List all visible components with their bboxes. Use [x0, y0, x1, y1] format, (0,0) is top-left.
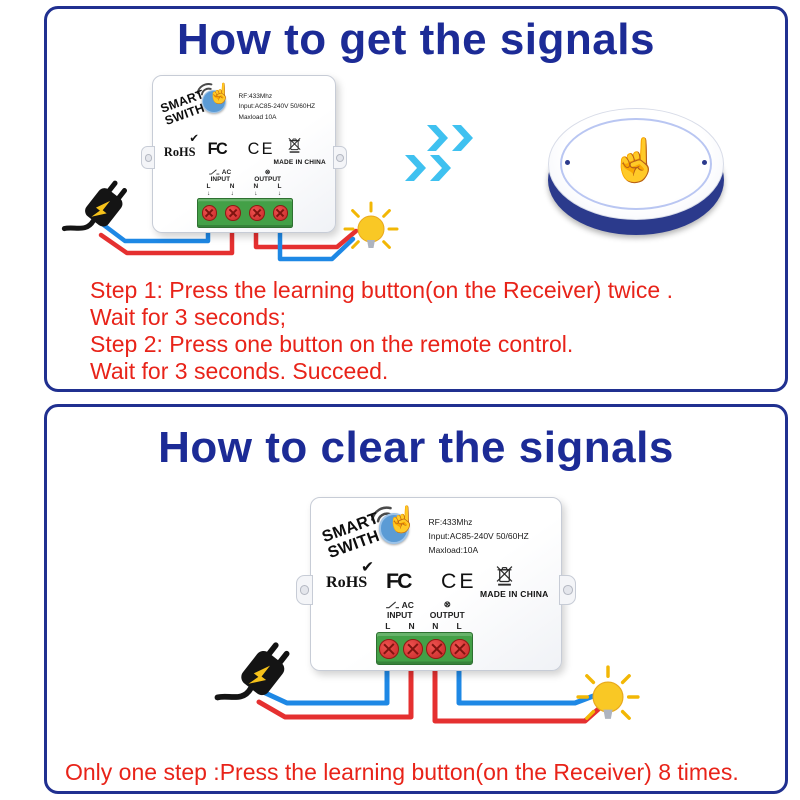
terminal-block — [196, 197, 294, 228]
step-line: Only one step :Press the learning button… — [65, 759, 739, 785]
spec-rf: RF:433Mhz — [428, 517, 473, 528]
terminal-screw — [402, 638, 423, 659]
mounting-ear — [295, 575, 313, 605]
step-line: Wait for 3 seconds; — [90, 304, 287, 331]
clear-signals-title: How to clear the signals — [158, 423, 674, 472]
mounting-ear — [141, 146, 155, 169]
down-arrow-icon: ↓ — [206, 189, 211, 197]
receiver-device: ☝ RF:433Mhz Input:AC85-240V 50/60HZ Maxl… — [141, 75, 347, 233]
terminal-letter: N — [253, 183, 259, 190]
touch-icon: ☝ — [386, 506, 419, 535]
light-bulb-icon — [343, 201, 399, 249]
terminal-screw — [201, 204, 218, 221]
device-specs: RF:433Mhz Input:AC85-240V 50/60HZ Maxloa… — [239, 92, 316, 124]
mounting-ear — [559, 575, 577, 605]
wire-blue-left — [98, 220, 211, 244]
terminal-letter: L — [206, 183, 211, 190]
down-arrow-icon: ↓ — [254, 189, 258, 197]
rohs-mark: RoHS — [163, 144, 196, 159]
touch-icon: ☝ — [609, 136, 663, 184]
switch-symbol-icon — [385, 601, 400, 609]
wire-blue-right — [456, 659, 599, 706]
panel-clear-signals: How to clear the signals — [44, 404, 788, 794]
wiring-overlay-bottom — [214, 642, 640, 724]
spec-input: Input:AC85-240V 50/60HZ — [428, 531, 529, 542]
spec-maxload: Maxload:10A — [428, 545, 479, 556]
spec-input: Input:AC85-240V 50/60HZ — [238, 103, 316, 111]
ce-mark: CE — [441, 568, 477, 593]
down-arrow-icon: ↓ — [230, 189, 234, 197]
get-signals-title: How to get the signals — [177, 15, 655, 64]
made-in-label: MADE IN CHINA — [273, 158, 326, 166]
terminal-screw — [426, 638, 447, 659]
instruction-steps: Step 1: Press the learning button(on the… — [90, 277, 673, 386]
made-in-label: MADE IN CHINA — [480, 589, 549, 600]
terminal-screw — [225, 204, 241, 221]
power-plug-icon — [61, 180, 128, 232]
brand-label: SMART SWITH — [319, 509, 386, 562]
terminal-letter: L — [277, 183, 282, 190]
output-label: OUTPUT — [429, 610, 465, 621]
rohs-mark: RoHS — [326, 573, 368, 591]
learning-button[interactable]: ☝ — [378, 508, 418, 545]
fcc-mark: FC — [207, 139, 228, 158]
terminal-letter: L — [456, 620, 462, 631]
terminal-block — [376, 632, 473, 666]
spec-maxload: Maxload 10A — [238, 114, 277, 122]
lamp-symbol: ⊗ — [264, 169, 271, 177]
terminal-letter: N — [408, 620, 415, 631]
wire-red-right — [253, 222, 359, 250]
terminal-letter: N — [432, 620, 439, 631]
wire-blue-left — [258, 659, 390, 706]
ac-label: AC — [401, 599, 414, 610]
spec-rf: RF:433Mhz — [238, 92, 273, 100]
ac-label: AC — [221, 168, 232, 176]
switch-symbol-icon — [209, 169, 220, 175]
terminal-screw — [450, 638, 471, 659]
remote-face: ☝ — [548, 108, 724, 220]
brand-label: SMART SWITH — [159, 87, 210, 128]
check-mark-icon: ✔ — [361, 559, 374, 577]
input-label: INPUT — [387, 610, 413, 621]
terminal-screw — [378, 638, 399, 659]
wire-red-left — [256, 659, 414, 720]
terminal-letter: N — [229, 183, 235, 190]
terminal-letter: L — [385, 620, 391, 631]
step-line: Step 1: Press the learning button(on the… — [90, 277, 673, 303]
mounting-ear — [333, 146, 347, 169]
signal-arrows-icon — [405, 125, 473, 181]
fcc-mark: FC — [386, 568, 412, 593]
remote-control[interactable]: ☝ — [548, 108, 724, 238]
down-arrow-icon: ↓ — [277, 189, 281, 197]
wire-red-left — [98, 222, 235, 256]
learning-button[interactable]: ☝ — [202, 85, 232, 114]
step-line: Step 2: Press one button on the remote c… — [90, 331, 574, 358]
lamp-symbol: ⊗ — [443, 599, 451, 610]
instruction-steps: Only one step :Press the learning button… — [65, 759, 739, 786]
remote-ring — [560, 118, 712, 210]
check-mark-icon: ✔ — [189, 131, 200, 145]
light-bulb-icon — [576, 665, 640, 720]
wire-blue-right — [277, 222, 356, 262]
ce-mark: CE — [247, 139, 275, 158]
touch-icon: ☝ — [207, 83, 233, 106]
receiver-device: ☝ RF:433Mhz Input:AC85-240V 50/60HZ Maxl… — [295, 497, 577, 671]
power-plug-icon — [214, 642, 290, 701]
terminal-labels: AC ⊗ INPUT OUTPUT L↓ N↓ N↓ L↓ — [197, 168, 292, 197]
panel-get-signals: How to get the signals — [44, 6, 788, 392]
output-label: OUTPUT — [254, 176, 281, 184]
wiring-overlay-top — [61, 125, 473, 262]
weee-bin-icon — [496, 565, 513, 587]
input-label: INPUT — [210, 176, 231, 184]
weee-bin-icon — [288, 137, 301, 154]
terminal-screw — [272, 204, 289, 221]
device-specs: RF:433Mhz Input:AC85-240V 50/60HZ Maxloa… — [429, 515, 529, 557]
step-line: Wait for 3 seconds. Succeed. — [90, 358, 389, 385]
terminal-screw — [248, 204, 265, 221]
